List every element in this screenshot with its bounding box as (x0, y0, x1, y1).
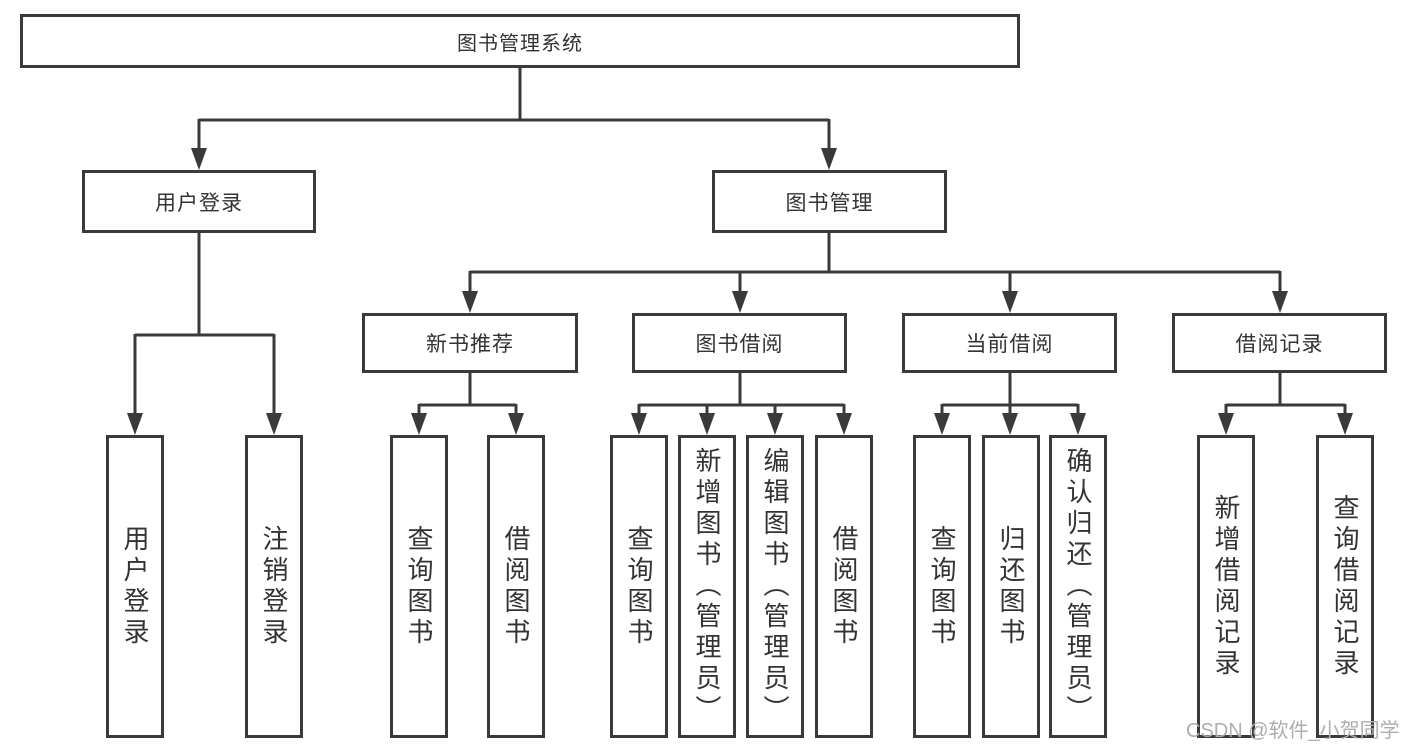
node-borrow-books: 借阅图书 (815, 435, 873, 738)
node-label: 注销登录 (259, 524, 289, 649)
node-edit-books-admin: 编辑图书（管理员） (746, 435, 804, 738)
node-query-books-recommend: 查询图书 (390, 435, 448, 738)
node-label: 借阅图书 (501, 524, 531, 649)
node-borrow-books-recommend: 借阅图书 (487, 435, 545, 738)
node-label: 新增借阅记录 (1211, 493, 1241, 680)
node-book-management-system: 图书管理系统 (20, 14, 1020, 68)
node-label: 借阅图书 (829, 524, 859, 649)
node-confirm-return-admin: 确认归还（管理员） (1049, 435, 1107, 738)
node-label: 确认归还（管理员） (1063, 447, 1093, 726)
node-current-borrowing: 当前借阅 (902, 313, 1117, 373)
node-user-login-leaf: 用户登录 (106, 435, 164, 738)
node-user-login-branch: 用户登录 (82, 170, 316, 233)
node-borrowing-records: 借阅记录 (1172, 313, 1387, 373)
node-book-management-branch: 图书管理 (712, 170, 947, 233)
node-add-books-admin: 新增图书（管理员） (678, 435, 736, 738)
arrowhead-icons (127, 148, 1353, 435)
node-query-borrow-record: 查询借阅记录 (1316, 435, 1374, 738)
node-book-borrowing: 图书借阅 (632, 313, 847, 373)
node-label: 查询借阅记录 (1330, 493, 1360, 680)
node-label: 查询图书 (927, 524, 957, 649)
node-label: 新增图书（管理员） (692, 447, 722, 726)
node-label: 查询图书 (624, 524, 654, 649)
node-label: 查询图书 (404, 524, 434, 649)
node-label: 用户登录 (120, 524, 150, 649)
node-logout-leaf: 注销登录 (245, 435, 303, 738)
node-add-borrow-record: 新增借阅记录 (1197, 435, 1255, 738)
node-label: 归还图书 (996, 524, 1026, 649)
csdn-watermark: CSDN @软件_小贺同学 (1186, 720, 1400, 742)
node-return-books: 归还图书 (982, 435, 1040, 738)
node-new-book-recommendation: 新书推荐 (362, 313, 578, 373)
node-query-books-current: 查询图书 (913, 435, 971, 738)
node-query-books-borrowing: 查询图书 (610, 435, 668, 738)
node-label: 编辑图书（管理员） (760, 447, 790, 726)
